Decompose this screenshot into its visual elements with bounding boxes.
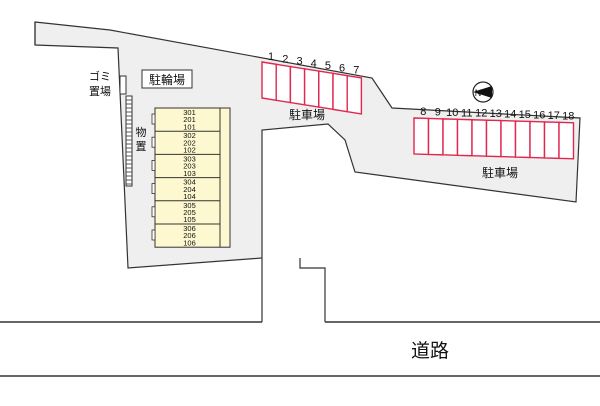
unit-number: 301 [183,108,196,117]
garbage-box [119,75,127,95]
unit-notch [151,229,156,241]
parking-space [332,72,348,113]
storage-rect [125,95,133,187]
bicycle-parking-label: 駐輪場 [149,72,185,87]
parking-number: 5 [325,60,331,72]
compass-label: N [475,88,482,98]
unit-number: 104 [183,192,196,201]
parking-number: 8 [420,106,426,118]
parking-space [318,70,334,111]
driveway-edge-right [299,258,326,322]
unit-notch [151,183,156,195]
garbage-label-2: 置場 [89,85,111,98]
unit-number: 106 [183,238,196,247]
parking-number: 17 [548,110,560,122]
storage-label-2: 置 [136,140,147,153]
unit-notch [151,206,156,218]
unit-number: 205 [183,208,196,217]
parking-number: 14 [504,109,516,121]
parking-space [303,67,320,108]
unit-number: 201 [183,115,196,124]
compass-icon: N [472,81,494,103]
parking-space [500,119,517,158]
parking-number: 7 [353,65,359,77]
parking-number: 4 [311,58,317,70]
unit-number: 303 [183,154,196,163]
parking-space [261,61,277,102]
parking-number: 12 [475,108,487,120]
parking-number: 11 [461,107,472,119]
parking-space [514,120,531,159]
parking-space [413,117,430,156]
parking-space [427,117,444,156]
parking-label-lower: 駐車場 [482,165,518,180]
unit-number: 306 [183,224,196,233]
parking-number: 1 [268,51,274,63]
unit-notch [151,159,156,171]
storage-label-1: 物 [136,125,147,139]
parking-number: 13 [490,108,502,120]
parking-space [442,118,459,157]
parking-space [456,118,473,157]
unit-number: 203 [183,162,196,171]
road-label: 道路 [411,340,449,362]
parking-space [471,119,488,157]
parking-number: 2 [282,53,288,65]
unit-number: 105 [183,215,196,224]
unit-number: 202 [183,138,196,147]
parking-number: 15 [519,109,531,121]
parking-space [485,119,502,158]
parking-label-upper: 駐車場 [289,107,325,122]
bicycle-parking-box [141,69,193,89]
garbage-label-1: ゴミ [89,69,111,83]
unit-number: 305 [183,201,196,210]
unit-notch [151,136,156,148]
unit-number: 102 [183,146,196,155]
parking-number: 9 [435,106,441,118]
parking-number: 6 [339,62,345,74]
parking-space [289,65,306,106]
parking-space [275,63,292,104]
unit-number: 103 [183,169,196,178]
parking-number: 18 [562,110,574,122]
parking-space [346,74,363,115]
unit-number: 204 [183,185,196,194]
unit-number: 304 [183,178,196,187]
unit-number: 302 [183,131,196,140]
parking-number: 16 [533,109,545,121]
parking-space [543,121,560,160]
unit-number: 206 [183,231,196,240]
storage-bar [125,95,133,187]
parking-space [558,121,575,160]
unit-number: 101 [183,122,196,131]
parking-number: 3 [296,56,302,68]
unit-notch [151,113,156,125]
parking-space [529,120,546,159]
building: 3012011013022021023032031033042041043052… [151,107,231,248]
parking-number: 10 [446,107,458,119]
